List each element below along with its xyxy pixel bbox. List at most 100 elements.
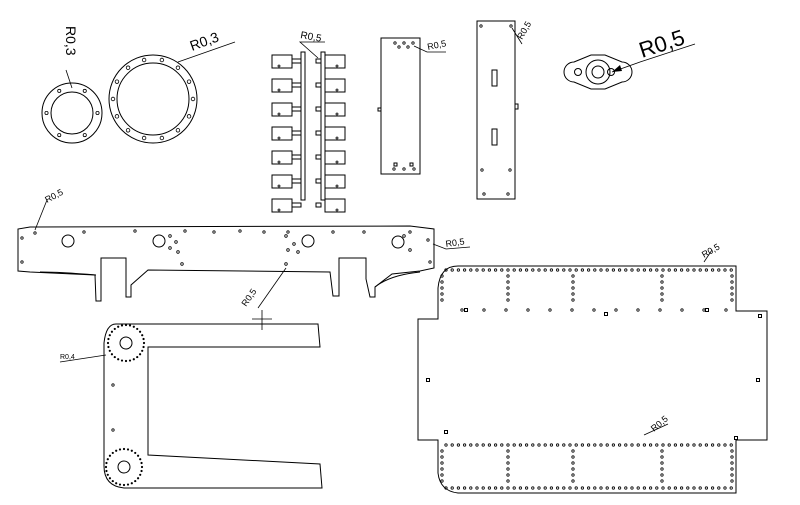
plate-hole: [630, 486, 634, 490]
plate-hole: [462, 486, 467, 490]
plate-hole: [444, 268, 448, 272]
rail-hole: [296, 250, 300, 254]
plate-hole: [660, 274, 664, 278]
plate-hole: [730, 467, 734, 471]
plate-hole: [580, 443, 585, 447]
comb-part: R0,5: [271, 30, 346, 213]
plate-hole: [717, 443, 721, 447]
plate-hole: [680, 308, 684, 312]
plate-hole: [642, 268, 647, 272]
comb-link: [315, 58, 322, 64]
mounting-hole: [141, 57, 147, 63]
plate-hole: [504, 308, 508, 312]
strip-2-radius-label: R0,5: [515, 20, 533, 41]
plate-hole: [730, 274, 734, 278]
plate-hole: [580, 268, 585, 272]
plate-hole: [710, 486, 715, 490]
plate-hole: [586, 268, 591, 272]
plate-square-hole: [705, 308, 709, 312]
small-ring-part: R0,3: [41, 26, 103, 144]
plate-hole: [710, 443, 715, 447]
plate-hole: [506, 473, 510, 477]
plate-hole: [487, 268, 491, 272]
plate-hole: [500, 268, 504, 272]
comb-link: [315, 154, 322, 160]
plate-square-hole: [734, 436, 738, 440]
plate-hole: [475, 443, 479, 447]
comb-link: [291, 82, 302, 88]
plate-hole: [462, 268, 467, 272]
dot-ring-hole: [132, 358, 135, 361]
plate-hole: [571, 280, 575, 284]
dot-ring-hole: [115, 482, 118, 485]
plate-hole: [524, 443, 529, 447]
comb-hole: [277, 208, 281, 212]
plate-hole: [440, 461, 444, 465]
comb-link: [291, 106, 302, 112]
dot-ring-hole: [140, 461, 143, 465]
plate-hole: [679, 486, 684, 490]
plate-hole: [599, 486, 603, 490]
plate-hole: [730, 292, 734, 296]
dot-ring-hole: [113, 327, 116, 331]
dot-ring-hole: [106, 341, 110, 345]
plate-hole: [440, 298, 444, 302]
plate-hole: [562, 268, 566, 272]
mounting-hole: [175, 65, 181, 70]
rail-hole: [428, 260, 432, 264]
plate-hole: [692, 486, 696, 490]
comb-hole: [335, 184, 339, 188]
plate-hole: [571, 473, 575, 477]
plate-hole: [599, 443, 603, 447]
plate-hole: [571, 479, 575, 483]
plate-hole: [571, 298, 575, 302]
plate-hole: [456, 268, 460, 272]
plate-hole: [444, 486, 448, 490]
comb-hole: [277, 88, 281, 92]
plate-hole: [568, 443, 572, 447]
dot-ring-hole: [117, 325, 120, 328]
comb-link: [315, 106, 322, 112]
plate-hole: [704, 268, 709, 272]
plate-hole: [506, 486, 510, 490]
comb-tab-left: [271, 126, 293, 141]
mounting-hole: [57, 88, 62, 93]
dot-ring-hole: [113, 355, 116, 359]
rail-hole: [331, 230, 335, 234]
plate-hole: [593, 486, 597, 490]
flange-part: R0,5: [563, 25, 696, 90]
long-rail-part: R0,5 R0,5 R0,5: [17, 187, 471, 309]
plate-hole: [469, 268, 473, 272]
plate-hole: [440, 274, 444, 278]
plate-hole: [648, 268, 653, 272]
plate-hole: [660, 280, 664, 284]
dot-ring-hole: [120, 324, 124, 327]
dot-ring-hole: [117, 358, 120, 361]
mounting-hole: [125, 65, 131, 70]
plate-hole: [624, 443, 628, 447]
mounting-hole: [114, 114, 120, 119]
small-ring-radius-label: R0,3: [63, 26, 79, 56]
dot-ring-hole: [107, 337, 110, 341]
plate-hole: [460, 308, 464, 312]
plate-square-hole: [464, 308, 468, 312]
plate-hole: [698, 268, 702, 272]
plate-hole: [512, 268, 516, 272]
comb-tab-right: [324, 102, 346, 117]
plate-hole: [506, 467, 510, 471]
rail-hole: [292, 242, 296, 246]
plate-hole: [730, 298, 734, 302]
rail-hole: [133, 229, 137, 233]
comb-tab-left: [271, 198, 293, 213]
mounting-hole: [82, 88, 87, 93]
plate-hole: [469, 486, 473, 490]
plate-hole: [704, 486, 709, 490]
plate-hole: [673, 268, 678, 272]
plate-hole: [506, 268, 510, 272]
plate-hole: [686, 268, 690, 272]
plate-hole: [660, 455, 664, 459]
plate-hole: [586, 443, 591, 447]
u-frame-part: R0,4: [59, 310, 323, 489]
mounting-hole: [125, 128, 131, 133]
